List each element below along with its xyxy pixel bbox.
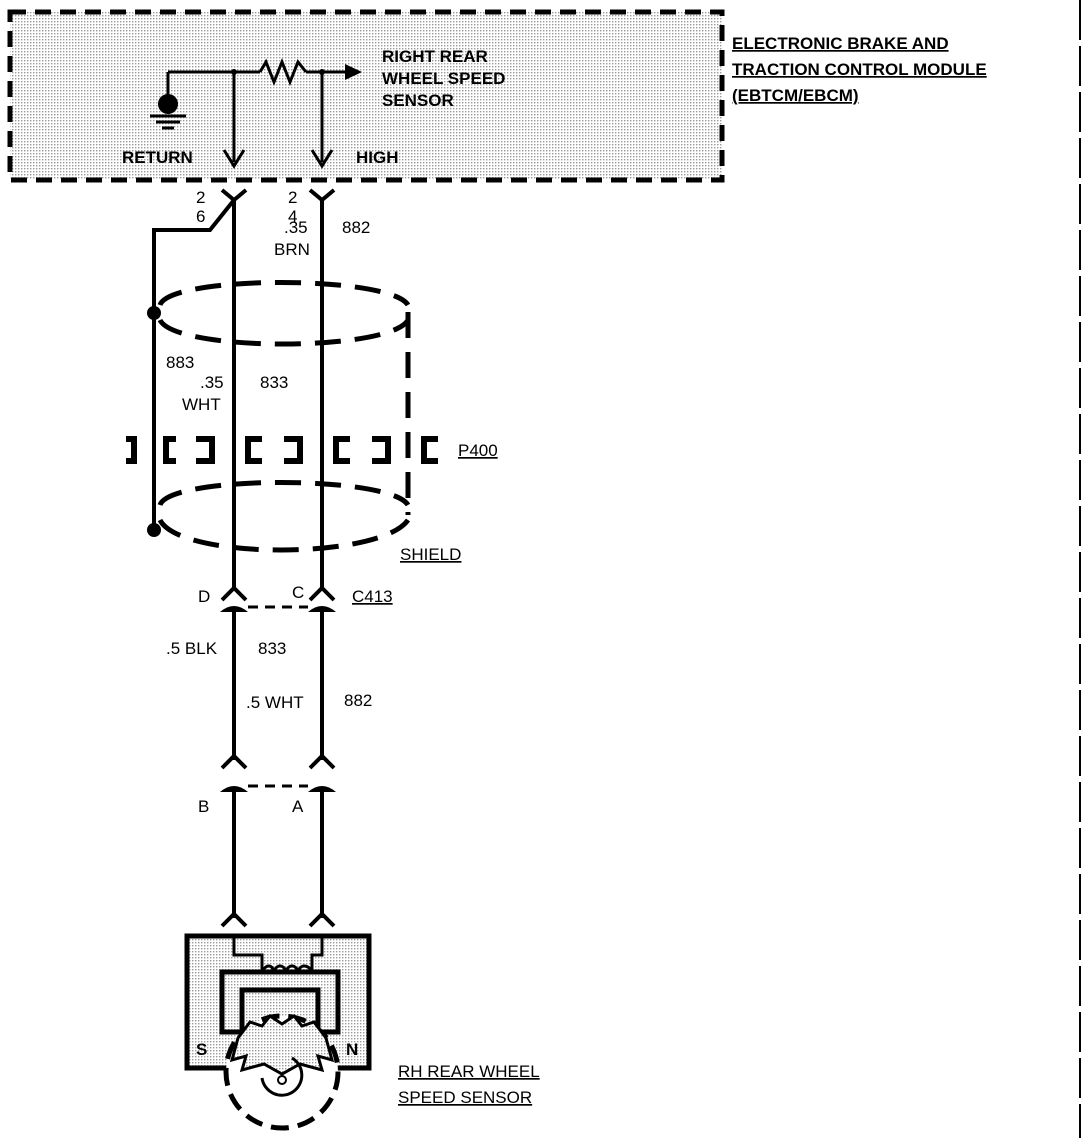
lower-left-spec: .5 BLK: [166, 639, 218, 658]
return-circuit-label: 833: [260, 373, 288, 392]
shield-label: SHIELD: [400, 545, 461, 564]
resistor-icon: [258, 57, 308, 87]
sensor-title-line-1: RH REAR WHEEL: [398, 1062, 540, 1081]
drain-circuit-label: 883: [166, 353, 194, 372]
ground-icon: [150, 72, 186, 130]
sensor-label-line-2: WHEEL SPEED: [382, 69, 505, 88]
return-arrow-icon: [222, 149, 246, 169]
pin-right-bottom: 4: [288, 207, 297, 226]
splice-label: P400: [458, 441, 498, 460]
module-title: ELECTRONIC BRAKE AND TRACTION CONTROL MO…: [732, 34, 987, 105]
wheel-speed-sensor: S N: [184, 933, 372, 1131]
sensor-label-line-3: SENSOR: [382, 91, 454, 110]
pole-n-label: N: [346, 1040, 358, 1059]
module-title-line-2: TRACTION CONTROL MODULE: [732, 60, 987, 79]
lower-left-circuit: 833: [258, 639, 286, 658]
sensor-connector: B A: [198, 753, 336, 816]
pin-left-top: 2: [196, 188, 205, 207]
splice-p400: [126, 436, 438, 464]
lower-right-spec: .5 WHT: [246, 693, 304, 712]
module-title-line-3: (EBTCM/EBCM): [732, 86, 859, 105]
c413-pin-left: D: [198, 587, 210, 606]
high-label: HIGH: [356, 148, 399, 167]
shield: [157, 280, 411, 553]
lower-right-circuit: 882: [344, 691, 372, 710]
sensor-pin-left: B: [198, 797, 209, 816]
sensor-label-line-1: RIGHT REAR: [382, 47, 488, 66]
ebtcm-module: RIGHT REAR WHEEL SPEED SENSOR RETURN HIG…: [7, 9, 725, 183]
return-label: RETURN: [122, 148, 193, 167]
sensor-pin-right: A: [292, 797, 304, 816]
connector-c413: D C C413: [198, 583, 393, 612]
return-gauge-label: .35: [200, 373, 224, 392]
pole-s-label: S: [196, 1040, 207, 1059]
high-color-label: BRN: [274, 240, 310, 259]
high-gauge-label: .35: [284, 218, 308, 237]
c413-pin-right: C: [292, 583, 304, 602]
pin-left-bottom: 6: [196, 207, 205, 226]
arrow-right-icon: [345, 64, 362, 80]
high-circuit-label: 882: [342, 218, 370, 237]
wires: [147, 198, 324, 590]
return-color-label: WHT: [182, 395, 221, 414]
module-title-line-1: ELECTRONIC BRAKE AND: [732, 34, 949, 53]
sensor-title-line-2: SPEED SENSOR: [398, 1088, 532, 1107]
high-arrow-icon: [310, 149, 334, 169]
pin-right-top: 2: [288, 188, 297, 207]
c413-label: C413: [352, 587, 393, 606]
